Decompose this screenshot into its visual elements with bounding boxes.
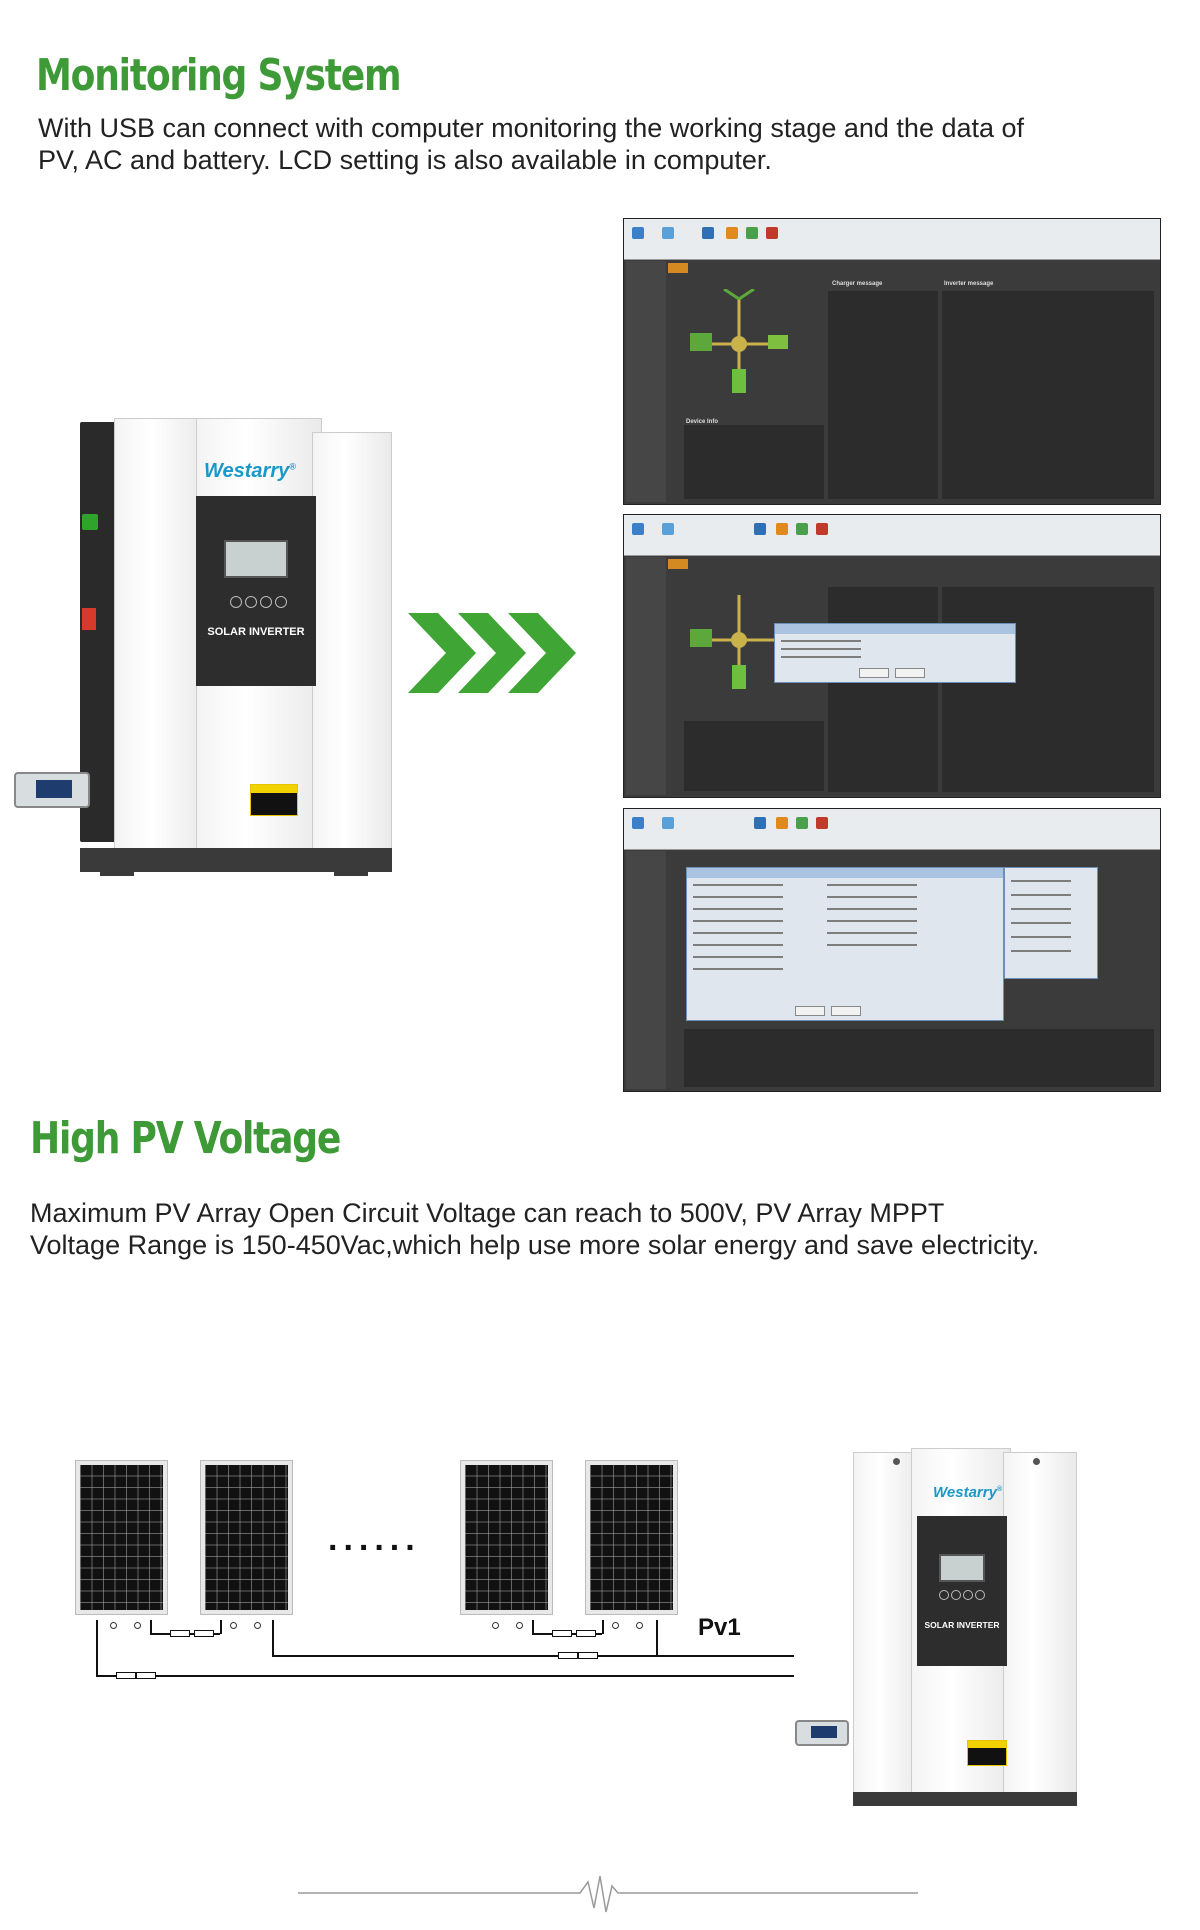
inverter-front-left xyxy=(114,418,206,852)
data-grid-charger xyxy=(828,291,938,499)
inverter-brand: Westarry® xyxy=(204,460,296,482)
chevron-arrows-icon xyxy=(408,613,576,693)
monitoring-description-line2: PV, AC and battery. LCD setting is also … xyxy=(38,145,772,175)
software-left-pane xyxy=(626,261,666,502)
data-grid-inverter xyxy=(942,291,1154,499)
data-grid-device xyxy=(684,425,824,499)
software-screenshot-3 xyxy=(623,808,1161,1092)
pulse-divider-icon xyxy=(298,1875,918,1913)
inverter-lcd xyxy=(939,1554,985,1582)
data-grid-device xyxy=(684,721,824,791)
confirm-button[interactable] xyxy=(795,1006,825,1016)
inverter-front-left xyxy=(853,1452,919,1794)
device-info-label: Device Info xyxy=(686,419,719,425)
monitoring-description: With USB can connect with computer monit… xyxy=(38,112,1178,176)
panel-ellipsis: ...... xyxy=(328,1520,421,1558)
software-tab[interactable] xyxy=(668,559,688,569)
pv-voltage-description: Maximum PV Array Open Circuit Voltage ca… xyxy=(30,1197,1180,1261)
energy-flow-diagram-icon xyxy=(690,595,784,689)
data-grid-device xyxy=(684,1029,1154,1087)
software-left-pane xyxy=(626,557,666,795)
software-toolbar xyxy=(624,515,1160,556)
energy-flow-diagram-icon xyxy=(690,289,788,393)
inverter-buttons xyxy=(939,1590,989,1600)
cancel-button[interactable] xyxy=(895,668,925,678)
inverter-label: SOLAR INVERTER xyxy=(924,1620,1000,1630)
inverter-label: SOLAR INVERTER xyxy=(207,626,305,638)
charger-control-dialog xyxy=(774,623,1016,683)
remote-display-module xyxy=(795,1720,849,1746)
pv-voltage-description-line1: Maximum PV Array Open Circuit Voltage ca… xyxy=(30,1198,945,1228)
pv-voltage-title: High PV Voltage xyxy=(30,1113,341,1164)
options-dialog xyxy=(1004,867,1098,979)
software-screenshot-1: Device Info Charger message Inverter mes… xyxy=(623,218,1161,505)
inverter-control-panel: SOLAR INVERTER xyxy=(917,1516,1007,1666)
solar-panel-1 xyxy=(75,1460,168,1615)
caution-sticker xyxy=(250,784,298,816)
software-screenshot-2 xyxy=(623,514,1161,798)
pv1-label: Pv1 xyxy=(698,1614,741,1641)
inverter-front-right xyxy=(312,432,392,852)
software-toolbar xyxy=(624,219,1160,260)
caution-sticker xyxy=(967,1740,1007,1766)
software-tab[interactable] xyxy=(668,263,688,273)
inverter-buttons xyxy=(230,596,290,610)
inverter-image-small: Westarry® SOLAR INVERTER xyxy=(795,1448,1085,1808)
inverter-control-panel: SOLAR INVERTER xyxy=(196,496,316,686)
inverter-brand: Westarry® xyxy=(933,1484,1003,1501)
data-grid-charger xyxy=(828,587,938,792)
software-toolbar xyxy=(624,809,1160,850)
solar-panel-2 xyxy=(200,1460,293,1615)
charger-message-label: Charger message xyxy=(832,281,883,287)
data-grid-inverter xyxy=(942,587,1154,792)
inverter-front-right xyxy=(1003,1452,1077,1794)
inverter-control-dialog xyxy=(686,867,1004,1021)
remote-display-module xyxy=(14,772,90,808)
confirm-button[interactable] xyxy=(859,668,889,678)
solar-panel-4 xyxy=(585,1460,678,1615)
solar-panel-3 xyxy=(460,1460,553,1615)
monitoring-title: Monitoring System xyxy=(36,50,402,101)
inverter-image-large: Westarry® SOLAR INVERTER xyxy=(14,418,394,878)
inverter-message-label: Inverter message xyxy=(944,281,994,287)
inverter-lcd xyxy=(224,540,288,578)
pv-voltage-description-line2: Voltage Range is 150-450Vac,which help u… xyxy=(30,1230,1040,1260)
software-left-pane xyxy=(626,851,666,1089)
cancel-button[interactable] xyxy=(831,1006,861,1016)
monitoring-description-line1: With USB can connect with computer monit… xyxy=(38,113,1025,143)
